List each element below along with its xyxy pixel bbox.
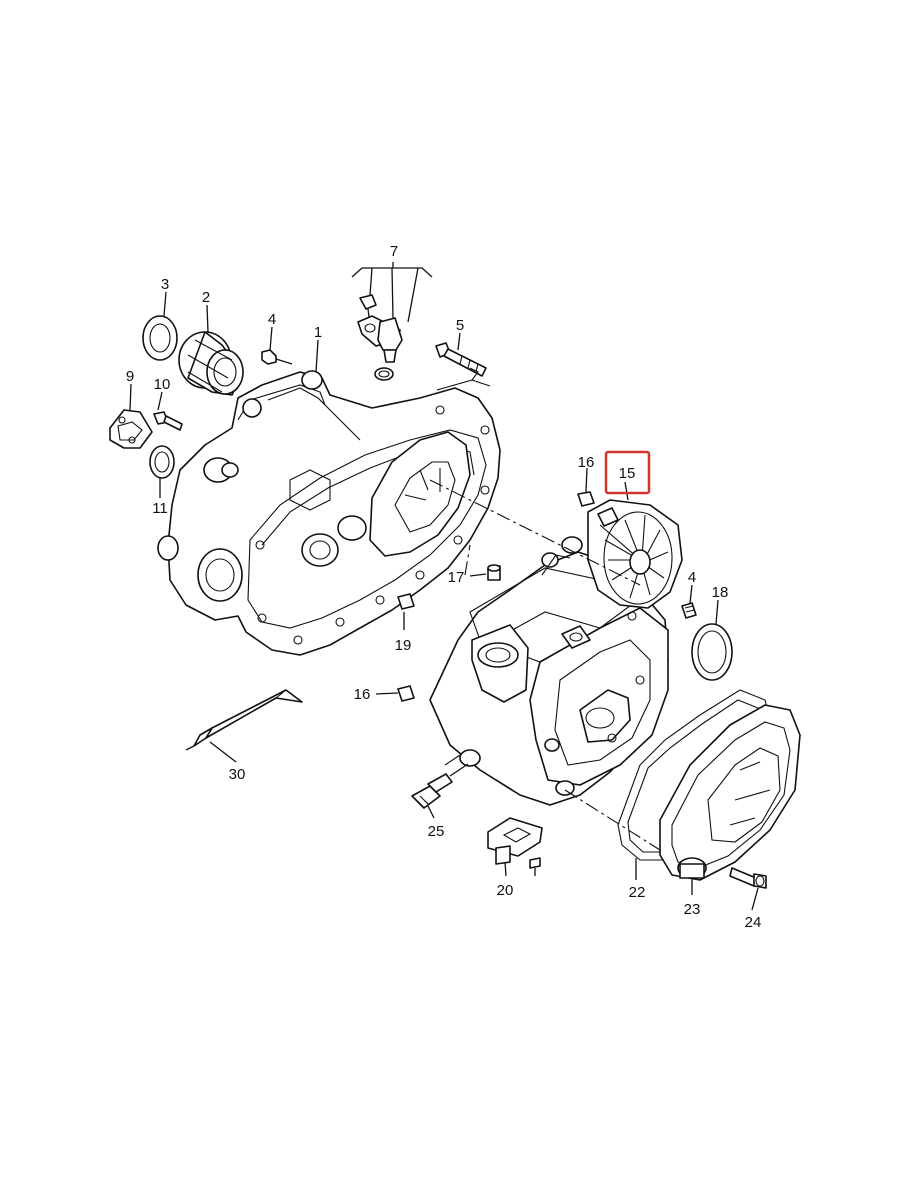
assembly-centerlines: [429, 367, 661, 851]
plug-part-17[interactable]: [487, 564, 501, 581]
callout-2[interactable]: 2: [202, 289, 210, 306]
leader-lines: [129, 262, 759, 911]
switch-part-25[interactable]: [411, 763, 469, 809]
bearing-housing-part-15[interactable]: [587, 499, 683, 609]
callout-4-left[interactable]: 4: [268, 311, 276, 328]
callout-18[interactable]: 18: [712, 584, 729, 601]
dowel-sleeve-part-4[interactable]: [261, 349, 293, 365]
cover-plate-part-9[interactable]: [109, 409, 153, 449]
callout-5[interactable]: 5: [456, 317, 464, 334]
bolt-part-5[interactable]: [435, 342, 487, 377]
bracket-part-20[interactable]: [487, 817, 543, 876]
gear-cover-part-23[interactable]: [659, 704, 801, 881]
callout-11[interactable]: 11: [152, 500, 168, 517]
oil-seal-part-18[interactable]: [691, 623, 733, 681]
oil-seal-part-3[interactable]: [142, 315, 178, 361]
callout-1[interactable]: 1: [314, 324, 322, 341]
callout-4-right[interactable]: 4: [688, 569, 696, 586]
callout-10[interactable]: 10: [154, 376, 171, 393]
callout-30[interactable]: 30: [229, 766, 246, 783]
callout-24[interactable]: 24: [745, 914, 762, 931]
callout-15[interactable]: 15: [619, 465, 636, 482]
dowel-part-16-lower[interactable]: [397, 685, 415, 702]
callout-20[interactable]: 20: [497, 882, 514, 899]
callout-3[interactable]: 3: [161, 276, 169, 293]
callout-numbers: 1 2 3 4 4 5 7 9 10 11 15 16 16 17 18 19 …: [126, 243, 762, 931]
speed-sensor-part-7[interactable]: [357, 294, 403, 381]
clip-part-19[interactable]: [397, 593, 415, 610]
callout-22[interactable]: 22: [629, 884, 646, 901]
callout-16-upper[interactable]: 16: [578, 454, 595, 471]
dowel-part-16-upper[interactable]: [577, 491, 595, 507]
bolt-part-10[interactable]: [153, 411, 183, 431]
clutch-housing-part-1[interactable]: [157, 370, 501, 656]
seal-ring-part-11[interactable]: [149, 445, 175, 479]
callout-17[interactable]: 17: [448, 569, 465, 586]
callout-19[interactable]: 19: [395, 637, 412, 654]
sealant-tube-part-30[interactable]: [185, 689, 303, 751]
gearbox-housing[interactable]: [429, 536, 669, 806]
highlight-box: [604, 450, 651, 495]
callout-16-lower[interactable]: 16: [354, 686, 371, 703]
bolt-part-24[interactable]: [729, 867, 767, 889]
callout-7[interactable]: 7: [390, 243, 398, 260]
dowel-sleeve-part-4-right[interactable]: [681, 602, 697, 619]
callout-9[interactable]: 9: [126, 368, 134, 385]
guide-sleeve-part-2[interactable]: [178, 331, 244, 396]
callout-23[interactable]: 23: [684, 901, 701, 918]
callout-25[interactable]: 25: [428, 823, 445, 840]
